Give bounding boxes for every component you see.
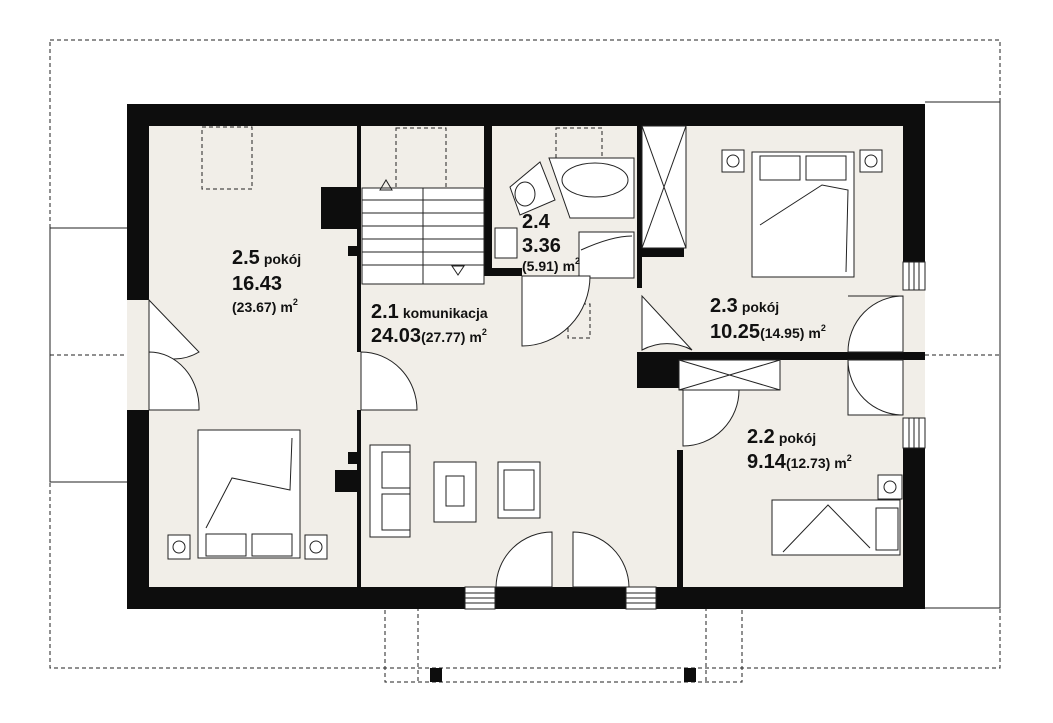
room-area-total: (27.77)	[421, 329, 465, 345]
svg-text:(23.67)m2: (23.67)m2	[232, 297, 298, 315]
room-area-total: (23.67)	[232, 299, 276, 315]
svg-text:10.25(14.95)m2: 10.25(14.95)m2	[710, 321, 826, 343]
room-area-total: (5.91)	[522, 258, 559, 274]
room-label-2-4: 2.4 3.36 (5.91)m2	[522, 211, 580, 274]
room-name: pokój	[264, 251, 301, 267]
room-number: 2.4	[522, 211, 551, 233]
svg-text:24.03(27.77)m2: 24.03(27.77)m2	[371, 325, 487, 347]
area-unit: m	[808, 325, 820, 341]
wardrobes	[641, 125, 781, 391]
room-name: pokój	[779, 430, 816, 446]
room-area-total: (12.73)	[786, 455, 830, 471]
svg-text:9.14(12.73)m2: 9.14(12.73)m2	[747, 451, 852, 473]
interior-walls	[321, 126, 903, 609]
area-unit-sup: 2	[293, 297, 298, 307]
side-extensions	[49, 101, 1001, 609]
bed-room-2-3	[721, 149, 883, 278]
room-name: komunikacja	[403, 305, 488, 321]
bathroom-fixtures	[494, 157, 635, 279]
area-unit: m	[563, 258, 575, 274]
area-unit-sup: 2	[482, 327, 487, 337]
room-number: 2.5	[232, 247, 260, 269]
doors	[148, 275, 904, 588]
area-unit: m	[834, 455, 846, 471]
room-name: pokój	[742, 299, 779, 315]
room-area: 16.43	[232, 273, 282, 295]
room-number: 2.3	[710, 295, 738, 317]
room-number: 2.1	[371, 301, 399, 323]
staircase	[361, 127, 485, 285]
room-area: 10.25	[710, 321, 760, 343]
svg-text:(5.91)m2: (5.91)m2	[522, 256, 580, 274]
porch-posts	[430, 668, 696, 682]
room-area-total: (14.95)	[760, 325, 804, 341]
area-unit-sup: 2	[821, 323, 826, 333]
area-unit: m	[469, 329, 481, 345]
outer-walls	[127, 104, 925, 609]
bed-room-2-2	[771, 474, 903, 556]
area-unit-sup: 2	[575, 256, 580, 266]
lounge-furniture	[369, 444, 541, 538]
area-unit-sup: 2	[847, 453, 852, 463]
windows	[464, 261, 926, 610]
room-number: 2.2	[747, 426, 775, 448]
room-area: 3.36	[522, 235, 561, 257]
room-area: 24.03	[371, 325, 421, 347]
area-unit: m	[280, 299, 292, 315]
room-area: 9.14	[747, 451, 787, 473]
bed-room-2-5	[167, 429, 328, 560]
